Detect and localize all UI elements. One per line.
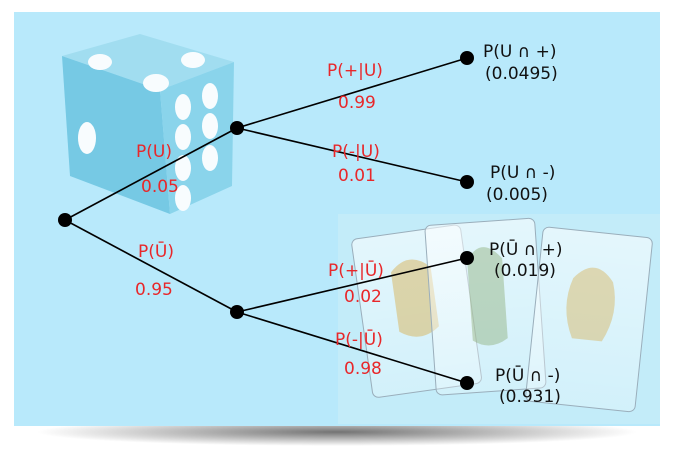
tree-nodes — [58, 51, 474, 390]
dice-icon — [62, 34, 234, 214]
leaf-not-u-pos — [460, 251, 474, 265]
prob-value-neg-given-not-u: 0.98 — [344, 359, 382, 379]
outcome-value-not-u-neg: (0.931) — [499, 387, 561, 407]
outcome-value-u-pos: (0.0495) — [485, 64, 558, 84]
prob-label-u: P(U) — [136, 142, 172, 162]
prob-value-pos-given-u: 0.99 — [338, 93, 376, 113]
prob-label-pos-given-not-u: P(+|Ū) — [328, 259, 384, 281]
node-u — [230, 121, 244, 135]
edge-not-u-pos — [236, 257, 468, 313]
prob-label-pos-given-u: P(+|U) — [327, 61, 383, 81]
prob-label-neg-given-u: P(-|U) — [332, 142, 380, 162]
leaf-u-pos — [460, 51, 474, 65]
root-node — [58, 213, 72, 227]
edge-root-not-u — [64, 219, 238, 313]
prob-value-not-u: 0.95 — [135, 280, 173, 300]
leaf-not-u-neg — [460, 376, 474, 390]
prob-value-u: 0.05 — [141, 177, 179, 197]
outcome-label-not-u-neg: P(Ū ∩ -) — [495, 364, 560, 386]
edge-root-u — [64, 127, 238, 221]
outcome-label-u-pos: P(U ∩ +) — [483, 42, 556, 62]
outcome-label-u-neg: P(U ∩ -) — [490, 163, 555, 183]
edge-u-neg — [236, 127, 468, 183]
leaf-u-neg — [460, 175, 474, 189]
outcome-value-not-u-pos: (0.019) — [494, 261, 556, 281]
tree-edges — [64, 57, 468, 384]
outcome-label-not-u-pos: P(Ū ∩ +) — [489, 238, 562, 260]
edge-u-pos — [236, 57, 468, 129]
node-not-u — [230, 305, 244, 319]
prob-value-neg-given-u: 0.01 — [338, 166, 376, 186]
edge-not-u-neg — [236, 311, 468, 384]
playing-cards-icon — [338, 214, 660, 424]
prob-value-pos-given-not-u: 0.02 — [344, 287, 382, 307]
prob-label-neg-given-not-u: P(-|Ū) — [335, 328, 383, 350]
outcome-value-u-neg: (0.005) — [486, 185, 548, 205]
prob-label-not-u: P(Ū) — [138, 240, 174, 262]
